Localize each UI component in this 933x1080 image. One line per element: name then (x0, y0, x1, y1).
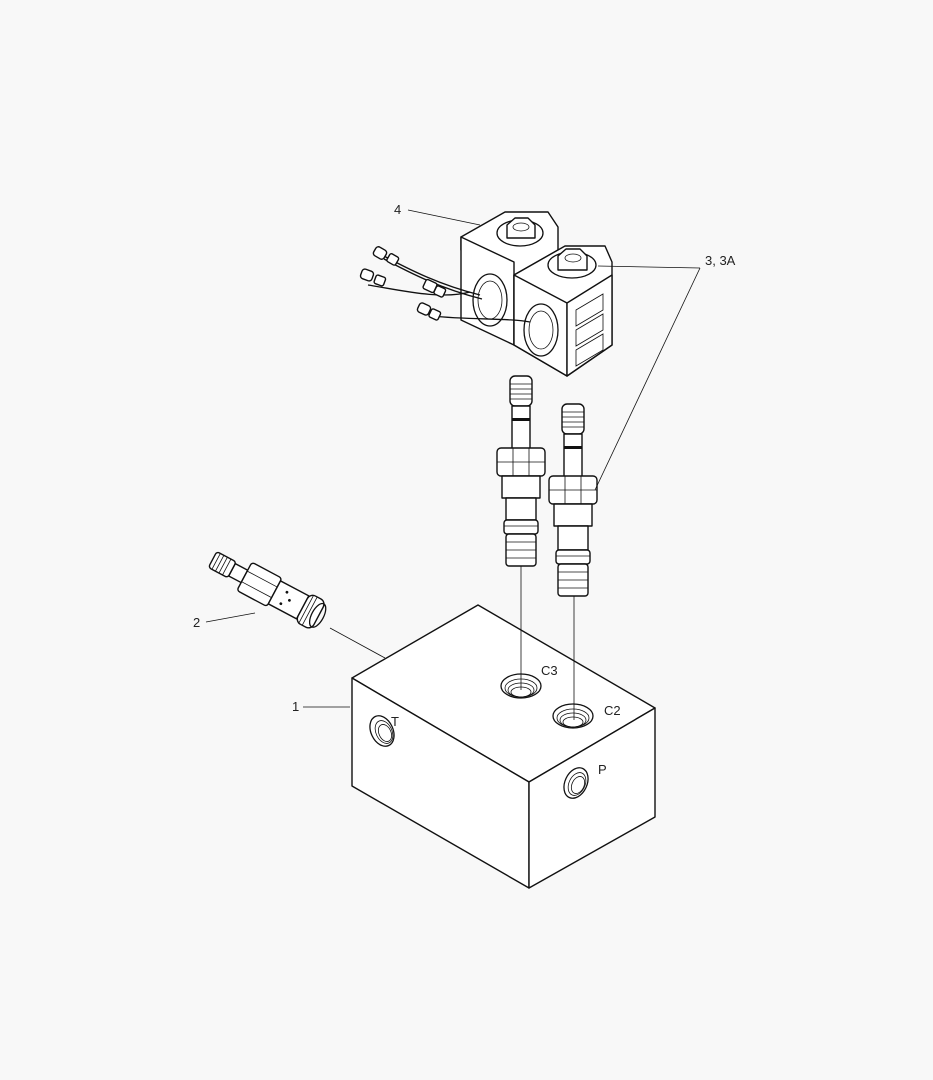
relief-valve-cartridge (208, 551, 327, 629)
solenoid-cartridge-3 (496, 375, 546, 567)
leader-2 (205, 612, 256, 623)
port-label-c3: C3 (541, 663, 558, 678)
leader-2-axis (329, 627, 386, 659)
port-p-hole (563, 767, 589, 799)
callout-1: 1 (292, 699, 299, 714)
callout-3: 3, 3A (705, 253, 736, 268)
callout-2: 2 (193, 615, 200, 630)
callout-4: 4 (394, 202, 401, 217)
port-label-p: P (598, 762, 607, 777)
leader-4 (407, 209, 481, 226)
port-label-c2: C2 (604, 703, 621, 718)
manifold-block (351, 604, 656, 889)
port-c2-hole (552, 703, 594, 729)
solenoid-coils (359, 211, 613, 377)
solenoid-cartridge-3a (548, 403, 598, 597)
port-label-t: T (391, 714, 399, 729)
port-t-hole (369, 715, 395, 747)
leader-3-a (597, 265, 701, 269)
leader-3-b (594, 267, 701, 491)
